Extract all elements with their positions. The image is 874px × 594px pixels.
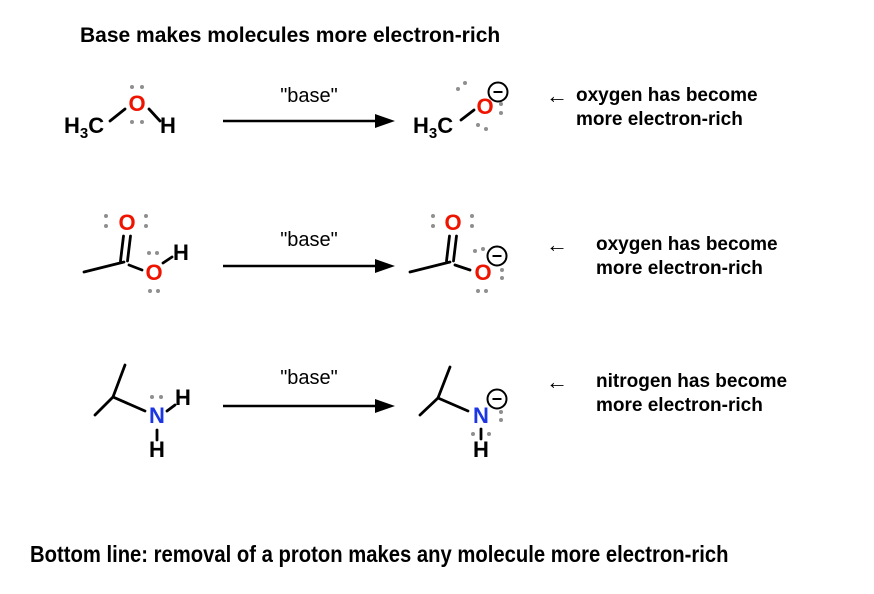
annotation-line: more electron-rich [596,395,763,416]
c-o-bond [453,263,472,272]
reagent-label: "base" [280,367,338,389]
atom-label-h: H [173,240,189,265]
isopropylamine-structure: N H H [93,363,191,462]
c-n-bond [436,396,470,413]
reaction-arrow-icon [223,259,395,273]
reagent-label: "base" [280,85,338,107]
page-title: Base makes molecules more electron-rich [80,24,501,47]
atom-label-h3c: H3C [64,113,104,142]
atom-label-h: H [160,113,176,138]
atom-label-o: O [128,91,145,116]
isopropylamide-structure: N H [418,365,508,462]
atom-label-o: O [444,210,461,235]
lone-pair-icon [499,410,503,422]
acetic-acid-structure: O O H [82,210,189,293]
lone-pair-icon [499,102,503,115]
lone-pair-icon [431,214,435,228]
methoxide-structure: H3C O [413,81,509,142]
acetate-structure: O O [408,210,508,293]
lone-pair-icon [471,432,491,436]
methyl-bond [93,395,115,417]
lone-pair-icon [470,214,474,228]
lone-pair-icon [144,214,148,228]
annotation: ← oxygen has become more electron-rich [546,233,778,281]
atom-label-o: O [145,260,162,285]
annotation: ← nitrogen has become more electron-rich [546,370,787,418]
lone-pair-icon [130,85,144,89]
c-o-bond [127,263,144,272]
annotation: ← oxygen has become more electron-rich [546,84,758,132]
left-arrow-glyph: ← [546,369,568,394]
negative-charge-icon [486,388,508,410]
atom-label-o: O [118,210,135,235]
n-h-bond [165,403,177,413]
lone-pair-icon [456,81,467,91]
left-arrow-glyph: ← [546,232,568,257]
lone-pair-icon [500,268,504,280]
o-h-bond [161,255,174,265]
methyl-bond [418,396,440,417]
annotation-text: nitrogen has become more electron-rich [596,370,787,418]
methyl-bond [111,363,127,399]
methanol-structure: H3C O H [64,85,176,142]
atom-label-h: H [149,437,165,462]
lone-pair-icon [473,247,485,253]
bottom-line: Bottom line: removal of a proton makes a… [30,541,729,567]
lone-pair-icon [148,289,160,293]
lone-pair-icon [476,123,488,131]
atom-label-o: O [474,260,491,285]
lone-pair-icon [130,120,144,124]
methyl-bond [408,260,452,274]
double-bond [119,234,132,263]
annotation-line: oxygen has become [596,234,778,255]
left-arrow-glyph: ← [546,83,568,108]
atom-label-n: N [149,403,165,428]
annotation-line: more electron-rich [596,258,763,279]
methyl-bond [436,365,452,400]
lone-pair-icon [150,395,163,399]
annotation-line: oxygen has become [576,85,758,106]
negative-charge-icon [487,81,509,103]
atom-label-o: O [476,94,493,119]
atom-label-n: N [473,403,489,428]
annotation-line: nitrogen has become [596,371,788,392]
negative-charge-icon [486,245,508,267]
reaction-arrow-icon [223,114,395,128]
lone-pair-icon [104,214,108,228]
annotation-text: oxygen has become more electron-rich [576,84,758,132]
atom-label-h: H [473,437,489,462]
atom-label-h3c: H3C [413,113,453,142]
c-o-bond [108,107,127,123]
c-n-bond [111,395,147,413]
annotation-text: oxygen has become more electron-rich [596,233,778,281]
methyl-bond [82,260,126,274]
annotation-line: more electron-rich [576,109,743,130]
c-o-bond [459,108,476,122]
lone-pair-icon [147,251,159,255]
lone-pair-icon [476,289,488,293]
reaction-arrow-icon [223,399,395,413]
reagent-label: "base" [280,229,338,251]
o-h-bond [147,107,162,123]
atom-label-h: H [175,385,191,410]
double-bond [445,234,458,263]
